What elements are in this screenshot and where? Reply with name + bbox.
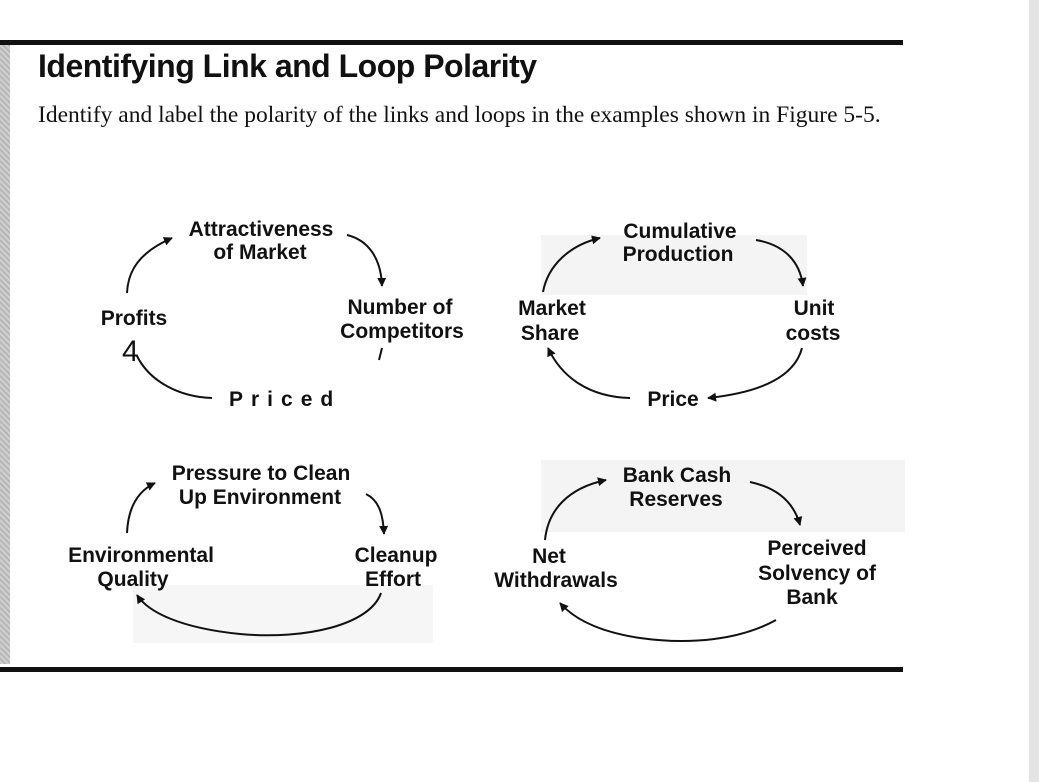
link-cleanup-to-quality bbox=[136, 592, 382, 637]
link-unit-costs-to-price bbox=[707, 347, 803, 402]
solvency-label-line3: Bank bbox=[786, 586, 838, 609]
solvency-label-line2: Solvency of bbox=[758, 562, 877, 585]
link-solvency-to-withdrawals bbox=[559, 602, 777, 642]
link-price-to-share bbox=[547, 347, 631, 399]
bottom-rule bbox=[0, 667, 903, 672]
link-competitors-to-price-tick bbox=[378, 347, 383, 361]
reserves-label-line2: Reserves bbox=[629, 488, 722, 511]
unit-costs-label-line2: costs bbox=[786, 322, 841, 345]
competitors-label-line2: Competitors bbox=[340, 320, 464, 343]
backdrop-panel-production bbox=[541, 235, 807, 295]
diagram-market: Attractiveness of Market Number of Compe… bbox=[101, 218, 464, 411]
link-reserves-to-solvency bbox=[749, 481, 803, 526]
backdrop-panel-environment bbox=[133, 585, 433, 643]
link-profits-to-attractiveness bbox=[126, 237, 173, 294]
attractiveness-label-line1: Attractiveness bbox=[189, 218, 334, 241]
page-title: Identifying Link and Loop Polarity bbox=[38, 48, 537, 84]
link-cumulative-to-unit-costs bbox=[755, 239, 807, 287]
market-share-label-line2: Share bbox=[521, 322, 579, 345]
quality-label-line2: Quality bbox=[97, 568, 169, 591]
top-rule bbox=[0, 40, 903, 45]
withdrawals-label-line1: Net bbox=[532, 545, 566, 568]
unit-costs-label-line1: Unit bbox=[794, 297, 835, 320]
link-share-to-cumulative bbox=[542, 235, 601, 293]
cleanup-label-line2: Effort bbox=[365, 568, 421, 591]
diagram-production: Cumulative Production Unit costs Market … bbox=[518, 220, 840, 411]
withdrawals-label-line2: Withdrawals bbox=[494, 569, 618, 592]
cumulative-label-line2: Production bbox=[623, 243, 734, 266]
page-edge-left bbox=[0, 44, 10, 664]
cumulative-label-line1: Cumulative bbox=[623, 220, 736, 243]
backdrop-panel-bank bbox=[541, 460, 905, 532]
attractiveness-label-line2: of Market bbox=[213, 241, 306, 264]
market-share-label-line1: Market bbox=[518, 297, 586, 320]
pressure-label-line2: Up Environment bbox=[179, 486, 341, 509]
diagram-bank: Bank Cash Reserves Perceived Solvency of… bbox=[494, 464, 877, 642]
reserves-label-line1: Bank Cash bbox=[623, 464, 732, 487]
handwritten-polarity-mark: 4 bbox=[122, 335, 139, 368]
cleanup-label-line1: Cleanup bbox=[355, 544, 438, 567]
scrollbar-track[interactable] bbox=[1029, 0, 1039, 782]
competitors-label-line1: Number of bbox=[348, 296, 454, 319]
profits-label: Profits bbox=[101, 307, 168, 330]
link-pressure-to-cleanup bbox=[365, 493, 389, 535]
link-price-to-profits bbox=[136, 355, 213, 399]
instructions-text: Identify and label the polarity of the l… bbox=[38, 102, 881, 128]
price-label-spaced: Priced bbox=[229, 388, 341, 411]
diagram-environment: Pressure to Clean Up Environment Cleanup… bbox=[68, 462, 438, 637]
solvency-label-line1: Perceived bbox=[767, 537, 866, 560]
link-attractiveness-to-competitors bbox=[346, 234, 387, 287]
link-withdrawals-to-reserves bbox=[544, 477, 607, 541]
price-label: Price bbox=[647, 388, 698, 411]
pressure-label-line1: Pressure to Clean bbox=[172, 462, 351, 485]
link-quality-to-pressure bbox=[126, 482, 156, 534]
quality-label-line1: Environmental bbox=[68, 544, 214, 567]
